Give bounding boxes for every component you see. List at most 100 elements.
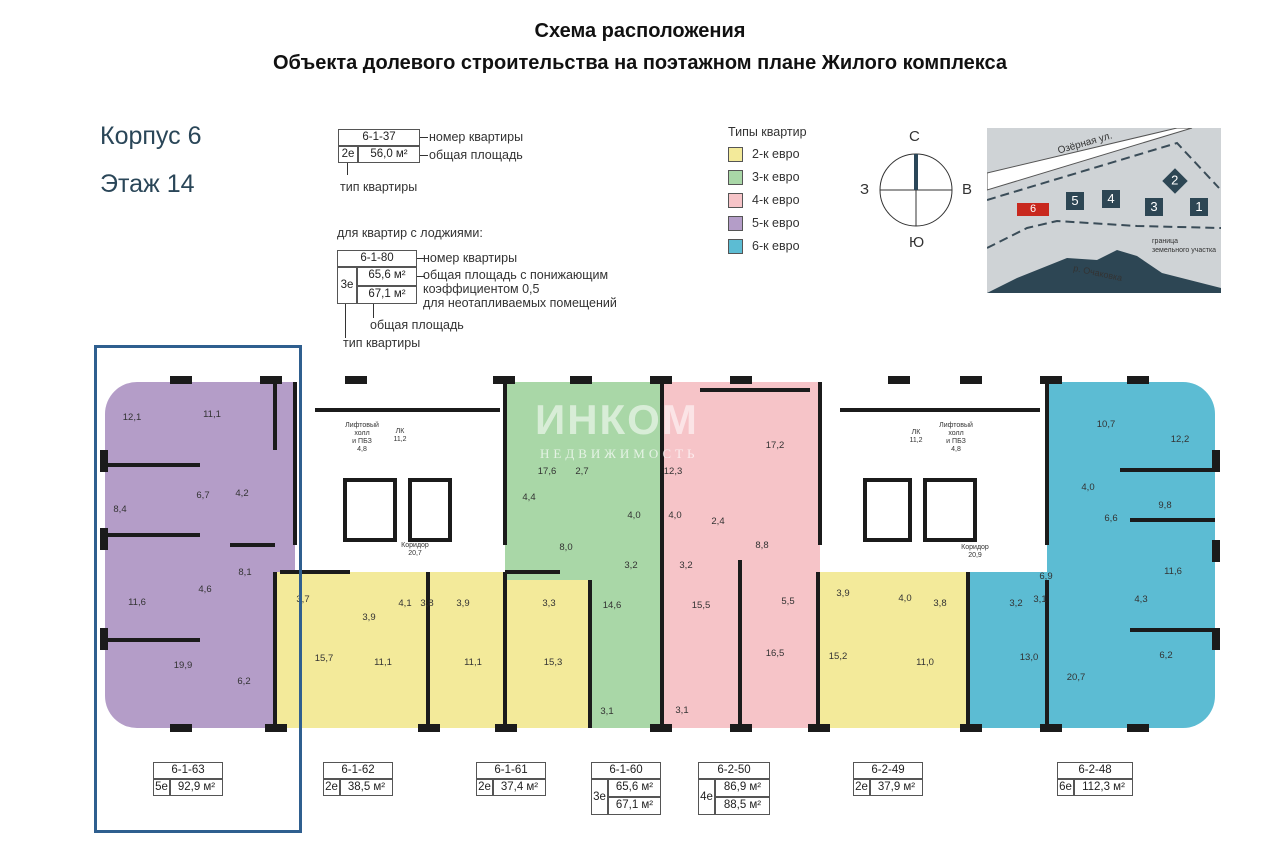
building-label: Корпус 6: [100, 122, 202, 150]
apartment-number: 6-2-48: [1057, 762, 1133, 779]
room-area: 15,3: [543, 657, 563, 668]
apartment-area: 38,5 м²: [340, 779, 393, 796]
apartment-number: 6-1-60: [591, 762, 661, 779]
room-area: 11,1: [374, 657, 392, 668]
compass-south: Ю: [909, 234, 925, 251]
legend-item: 2-к евро: [728, 147, 807, 170]
watermark-logo: ИНКОМ: [535, 396, 699, 443]
room-area: 6,6: [1104, 513, 1118, 524]
lift-hall-label-1: Лифтовый: [939, 422, 973, 429]
room-area: 11,6: [1164, 566, 1182, 577]
legend-item: 6-к евро: [728, 239, 807, 262]
key-leader-line: [420, 137, 428, 138]
boundary-label: граница: [1152, 238, 1179, 245]
apartment-type: 6е: [1057, 779, 1074, 796]
lk-area: 11,2: [909, 437, 923, 444]
room-area: 15,5: [691, 600, 711, 611]
lift-hall-area: 4,8: [357, 446, 367, 453]
room-area: 8,0: [559, 542, 573, 553]
room-area: 3,8: [420, 598, 434, 609]
building-3: 3: [1145, 198, 1163, 216]
title-line-1: Схема расположения: [534, 20, 746, 42]
legend-label: 6-к евро: [752, 239, 800, 253]
lift-hall-label-1: Лифтовый: [345, 422, 379, 429]
key-leader-line: [345, 304, 346, 338]
compass-rose-icon: [879, 153, 953, 227]
building-1: 1: [1190, 198, 1208, 216]
legend-label: 5-к евро: [752, 216, 800, 230]
selected-apartment-frame: [94, 345, 302, 833]
key-loggia-total-desc: общая площадь: [370, 318, 464, 332]
room-area: 8,4: [113, 504, 127, 515]
apartment-6-2-48-zone[interactable]: [1047, 382, 1215, 728]
key-loggia-type: 3е: [337, 267, 357, 304]
legend-label: 4-к евро: [752, 193, 800, 207]
key-leader-line: [420, 155, 428, 156]
apartment-type: 3е: [591, 779, 608, 815]
corridor-area: 20,9: [968, 552, 982, 559]
lift-hall-label-3: и ПБЗ: [946, 438, 966, 445]
room-area: 13,0: [1019, 652, 1039, 663]
apartment-6-1-62-61-zone[interactable]: [275, 572, 505, 728]
room-area: 11,1: [464, 657, 482, 668]
compass-east: В: [962, 181, 973, 198]
core-left: [295, 382, 505, 572]
room-area: 2,7: [575, 466, 589, 477]
legend-title: Типы квартир: [728, 125, 807, 139]
apartment-type: 2е: [853, 779, 870, 796]
room-area: 4,0: [898, 593, 912, 604]
apartment-number: 6-1-62: [323, 762, 393, 779]
apartment-number: 6-2-50: [698, 762, 770, 779]
watermark-logo-sub: НЕДВИЖИМОСТЬ: [540, 446, 699, 461]
legend-swatch: [728, 170, 743, 186]
room-area: 3,2: [679, 560, 693, 571]
legend-item: 5-к евро: [728, 216, 807, 239]
apartment-area: 37,9 м²: [870, 779, 923, 796]
legend-swatch: [728, 216, 743, 232]
room-area: 20,7: [1066, 672, 1086, 683]
key-area: 56,0 м²: [358, 146, 420, 163]
key-loggia-area-total: 67,1 м²: [357, 286, 417, 304]
room-area: 19,9: [173, 660, 193, 671]
key-loggia-reduced-desc-2: коэффициентом 0,5: [423, 282, 540, 296]
apartment-6-1-63-zone[interactable]: [105, 382, 295, 728]
key-type: 2е: [338, 146, 358, 163]
apartment-area: 112,3 м²: [1074, 779, 1133, 796]
room-area: 8,1: [238, 567, 252, 578]
apartment-area-total: 67,1 м²: [608, 797, 661, 815]
key-loggia-number: 6-1-80: [337, 250, 417, 267]
key-number: 6-1-37: [338, 129, 420, 146]
room-area: 8,8: [755, 540, 769, 551]
apartment-area-total: 88,5 м²: [715, 797, 770, 815]
apartment-area: 86,9 м²: [715, 779, 770, 797]
room-area: 6,9: [1039, 571, 1053, 582]
site-map-drawing: [987, 128, 1221, 293]
compass-north: С: [909, 128, 920, 145]
apartment-number: 6-1-63: [153, 762, 223, 779]
apartment-6-2-49-zone[interactable]: [818, 572, 968, 728]
apartment-6-1-61-living-zone[interactable]: [505, 580, 590, 728]
room-area: 4,1: [398, 598, 412, 609]
lift-hall-area: 4,8: [951, 446, 961, 453]
room-area: 3,9: [362, 612, 376, 623]
boundary-label-2: земельного участка: [1152, 247, 1217, 254]
building-4: 4: [1102, 190, 1120, 208]
key-leader-line: [373, 304, 374, 318]
corridor-label: Коридор: [961, 544, 989, 551]
room-area: 4,0: [668, 510, 682, 521]
legend-label: 3-к евро: [752, 170, 800, 184]
lift-hall-label-2: холл: [948, 430, 964, 437]
room-area: 14,6: [602, 600, 622, 611]
title-line-2: Объекта долевого строительства на поэтаж…: [272, 52, 1008, 74]
room-area: 10,7: [1096, 419, 1116, 430]
lift-hall-label-2: холл: [354, 430, 370, 437]
key-loggia-reduced-desc-3: для неотапливаемых помещений: [423, 296, 617, 310]
apartment-type: 5е: [153, 779, 170, 796]
apartment-6-2-48-zone-lower[interactable]: [968, 572, 1048, 728]
building-6-current: 6: [1017, 203, 1049, 216]
room-area: 4,0: [627, 510, 641, 521]
